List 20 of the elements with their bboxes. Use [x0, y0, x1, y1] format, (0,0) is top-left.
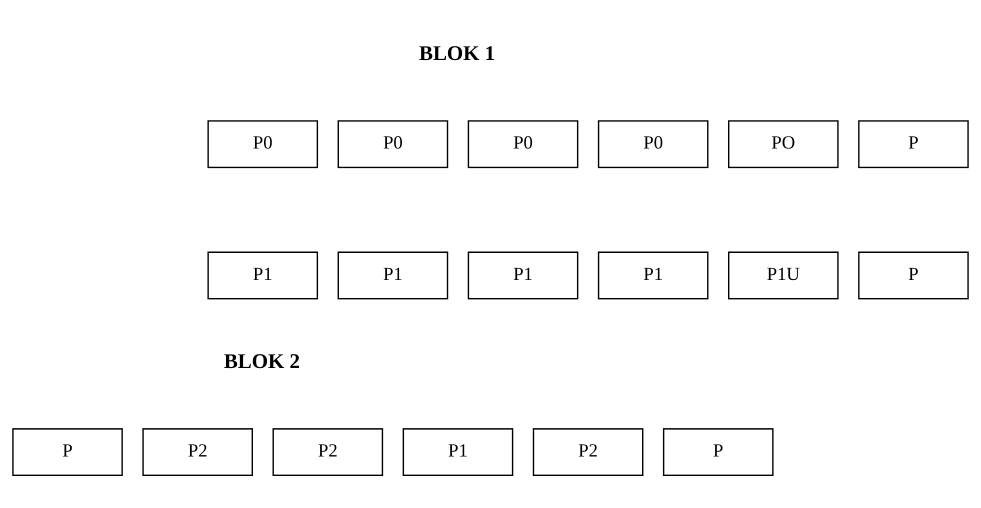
label: BLOK 2 [224, 348, 300, 373]
node-box: P [12, 428, 123, 476]
node-box: P0 [338, 120, 448, 168]
node-box: P1 [468, 252, 578, 300]
node-box: PO [728, 120, 839, 168]
node-box: P0 [207, 120, 318, 168]
label: BLOK 1 [419, 40, 496, 65]
node-box: P2 [142, 428, 253, 476]
node-box: P [858, 252, 969, 300]
node-box: P1 [338, 252, 448, 300]
node-box: P2 [272, 428, 384, 476]
node-box: P1 [402, 428, 514, 476]
node-box: P0 [468, 120, 578, 168]
node-box: P [662, 428, 774, 476]
node-box: P1 [207, 252, 318, 300]
node-box: P2 [532, 428, 644, 476]
node-box: P0 [598, 120, 708, 168]
node-box: P1U [728, 252, 839, 300]
node-box: P [858, 120, 969, 168]
node-box: P1 [598, 252, 708, 300]
